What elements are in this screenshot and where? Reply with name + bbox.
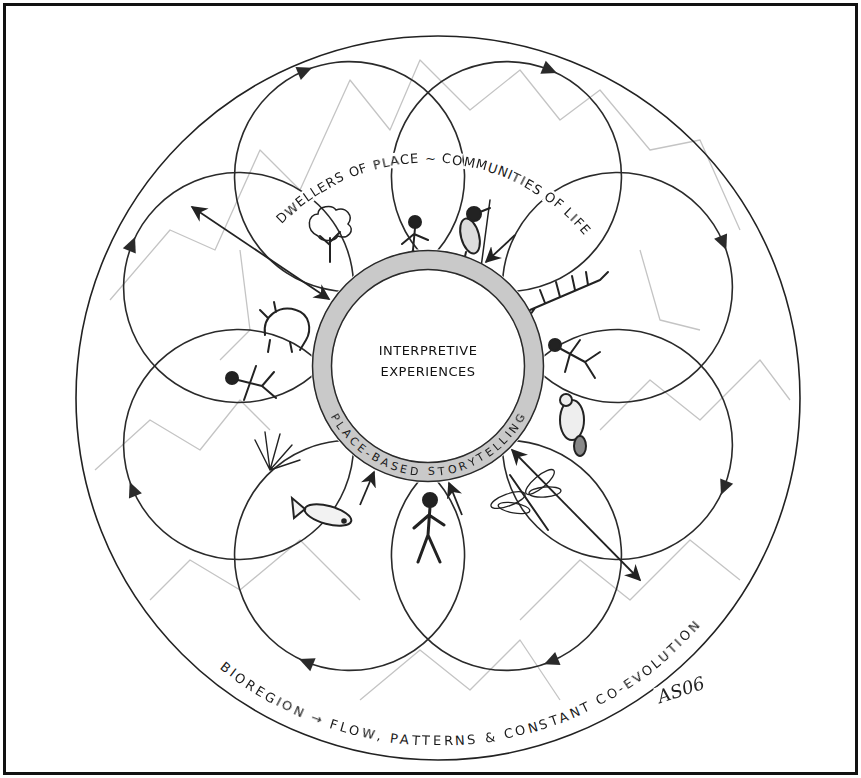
mountain-ridge: [640, 250, 700, 330]
resting-person-sketch: [549, 339, 600, 378]
arc-letter: N: [455, 732, 466, 748]
flow-arrows: [192, 207, 640, 580]
ring-band: [322, 260, 534, 472]
arc-letter: A: [389, 153, 400, 169]
arc-letter: [382, 729, 388, 744]
mountain-ridge: [150, 540, 360, 600]
walking-person-sketch: [414, 493, 444, 562]
mountain-ridge: [600, 360, 790, 430]
arc-letter: O: [446, 462, 457, 477]
arc-letter: R: [443, 733, 452, 748]
arc-letter: [496, 728, 503, 743]
arc-letter: T: [422, 733, 430, 748]
arc-letter: E: [410, 151, 419, 167]
arc-letter: E: [399, 462, 409, 476]
bison-sketch: [260, 302, 309, 352]
arc-letter: W: [360, 725, 376, 742]
ring-label: PLACE-BASED STORYTELLING: [328, 410, 528, 479]
dragonfly-sketch: [489, 466, 561, 530]
flow-arrow: [360, 472, 374, 505]
arc-letter: O: [514, 722, 528, 739]
arc-letter: O: [451, 152, 463, 168]
storytelling-ring: INTERPRETIVE EXPERIENCESPLACE-BASED STOR…: [312, 250, 544, 482]
arc-letter: ~: [425, 150, 436, 165]
arc-letter: S: [428, 465, 435, 478]
arc-letter: C: [502, 725, 514, 742]
arc-letter: T: [411, 733, 420, 748]
flow-arrow: [486, 235, 515, 262]
experience-ground: [333, 271, 523, 461]
ring-inner-border: [332, 270, 525, 463]
center-title: INTERPRETIVE EXPERIENCES: [358, 341, 498, 383]
arc-letter: D: [409, 464, 419, 478]
tree-sketch: [309, 207, 351, 262]
bioregion-caption: BIOREGION → FLOW, PATTERNS & CONSTANT CO…: [217, 618, 702, 749]
ring-outer-border: [313, 251, 544, 482]
arc-letter: S: [537, 716, 549, 733]
flow-loops: [82, 20, 774, 712]
dwellers-figures: [226, 200, 608, 562]
mountain-ridge: [520, 540, 740, 620]
arc-letter: A: [379, 455, 391, 470]
mountain-ridge: [360, 640, 560, 700]
flow-arrow: [192, 207, 329, 299]
arc-letter: P: [389, 730, 399, 746]
arc-letter: A: [400, 731, 410, 747]
mountain-ridge: [220, 250, 250, 360]
running-person-sketch: [226, 366, 276, 400]
arc-letter: [421, 465, 425, 478]
fallen-log-sketch: [528, 272, 608, 318]
arc-letter: &: [484, 729, 496, 745]
bioregion-border: [76, 36, 800, 760]
flow-arrow: [512, 450, 640, 580]
arc-letter: [419, 151, 424, 166]
arc-letter: C: [399, 151, 410, 167]
beaver-sketch: [560, 394, 586, 456]
arc-letter: O: [348, 722, 362, 739]
plant-sketch: [255, 432, 300, 470]
region-title: DWELLERS OF PLACE ~ COMMUNITIES OF LIFE: [273, 150, 593, 238]
arc-letter: S: [467, 731, 477, 747]
arc-letter: R: [457, 459, 468, 474]
bioregion-circle: INTERPRETIVE EXPERIENCESPLACE-BASED STOR…: [74, 34, 802, 762]
arc-letter: T: [437, 464, 445, 478]
mountain-sketch: [95, 60, 790, 700]
frame-border: [5, 5, 857, 774]
arc-letter: S: [389, 459, 400, 474]
arc-letter: E: [433, 733, 441, 748]
flow-arrow: [449, 483, 462, 515]
artist-signature: AS06: [653, 672, 709, 707]
arc-letter: [477, 731, 483, 746]
experience-circle: INTERPRETIVE EXPERIENCES: [332, 270, 524, 462]
fish-sketch: [292, 498, 354, 530]
mountain-ridge: [95, 400, 270, 470]
